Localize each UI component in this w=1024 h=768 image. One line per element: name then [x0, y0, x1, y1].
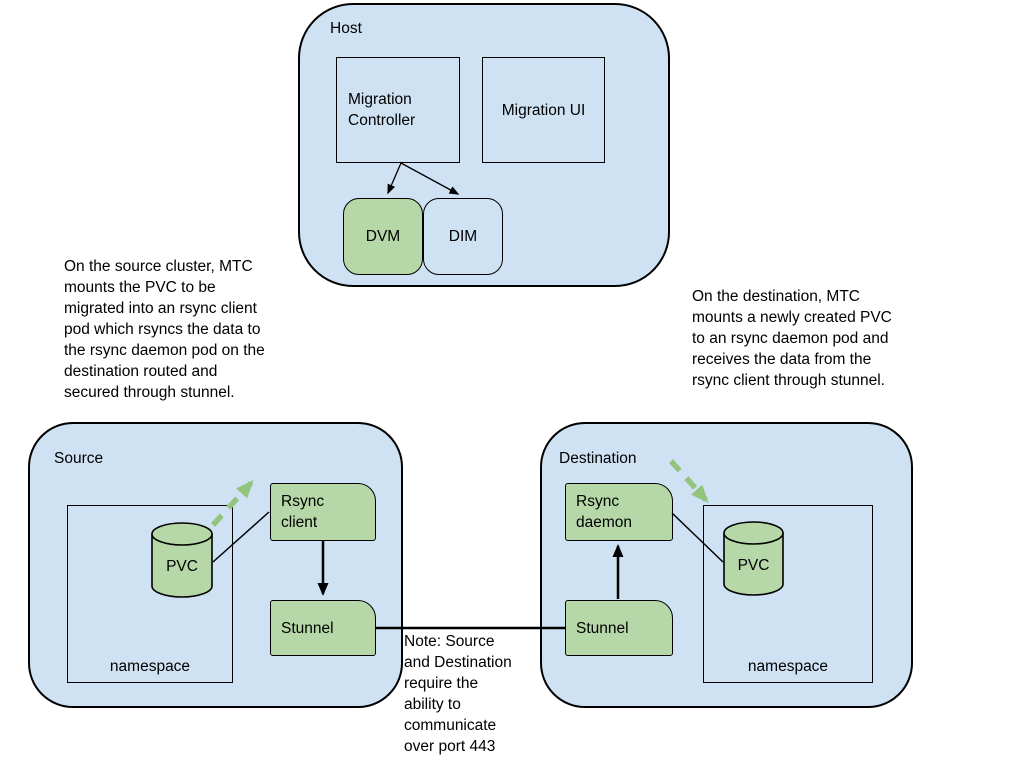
destination-description-text: On the destination, MTC mounts a newly c…	[692, 288, 892, 389]
source-label: Source	[54, 450, 104, 467]
source-stunnel-box: Stunnel	[270, 600, 376, 656]
destination-namespace-box	[703, 505, 873, 683]
source-description-text: On the source cluster, MTC mounts the PV…	[64, 258, 265, 401]
source-container	[28, 422, 403, 708]
destination-namespace-label: namespace	[747, 658, 829, 675]
cylinder-shape-icon	[723, 521, 784, 596]
migration-ui-box: Migration UI	[482, 57, 605, 163]
port-443-note-text: Note: Source and Destination require the…	[404, 633, 512, 755]
source-rsync-client-box: Rsync client	[270, 483, 376, 541]
destination-label: Destination	[559, 450, 637, 467]
migration-controller-box: Migration Controller	[336, 57, 460, 163]
destination-pvc-cylinder: PVC	[723, 521, 784, 596]
dim-box: DIM	[423, 198, 503, 275]
source-pvc-cylinder: PVC	[151, 522, 213, 598]
dvm-box: DVM	[343, 198, 423, 275]
source-namespace-box	[67, 505, 233, 683]
destination-stunnel-box: Stunnel	[565, 600, 673, 656]
cylinder-shape-icon	[151, 522, 213, 598]
destination-pvc-label: PVC	[737, 557, 770, 574]
source-namespace-label: namespace	[109, 658, 191, 675]
destination-rsync-daemon-box: Rsync daemon	[565, 483, 673, 541]
source-pvc-label: PVC	[166, 558, 198, 575]
host-label: Host	[330, 20, 362, 37]
